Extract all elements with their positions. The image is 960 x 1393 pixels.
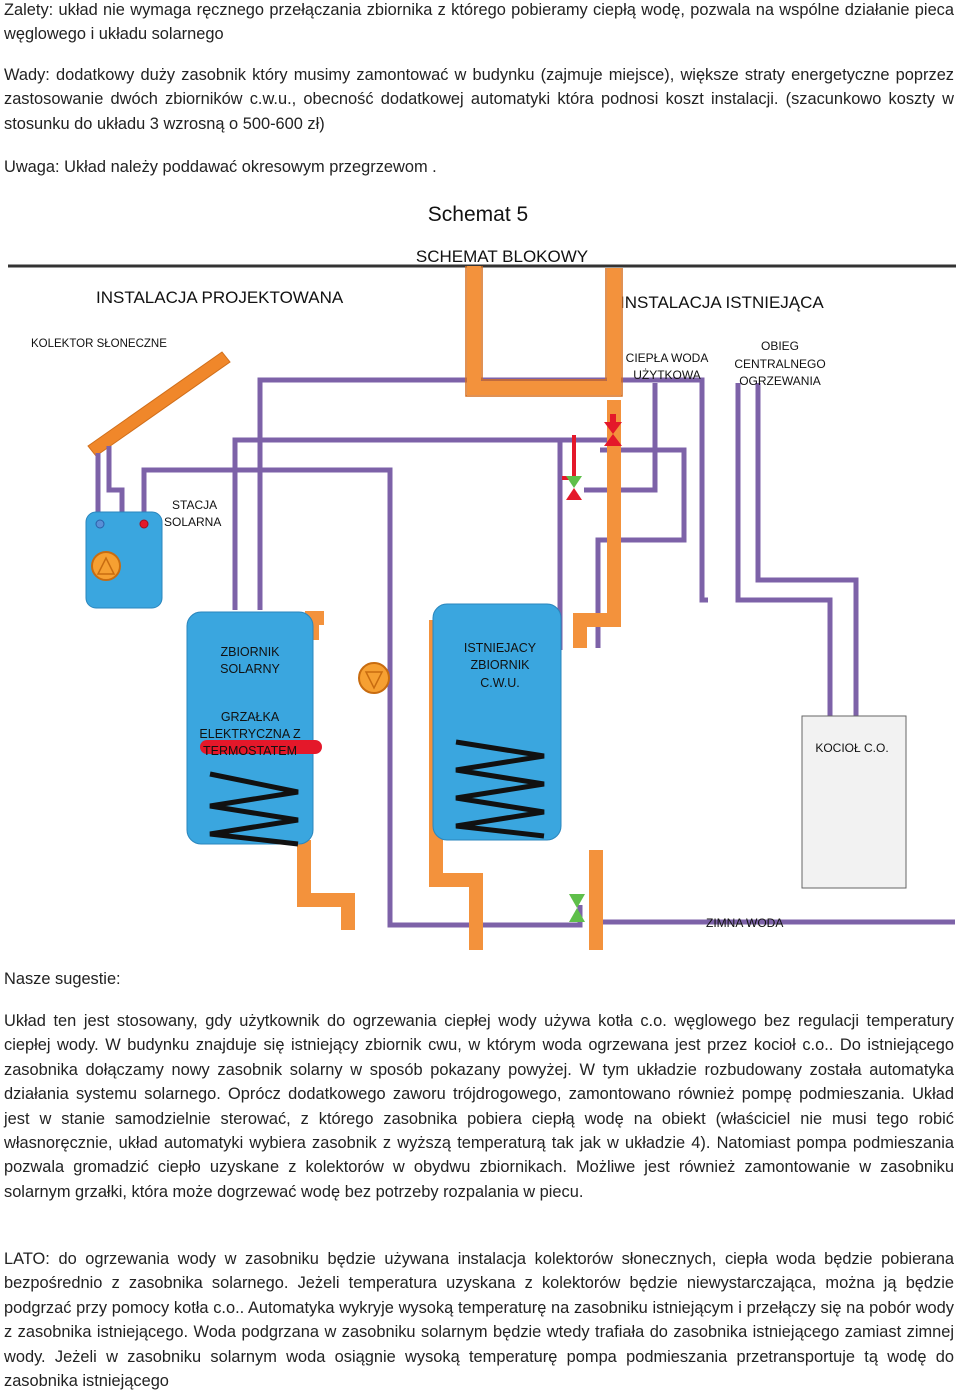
heater-label-line2: ELEKTRYCZNA Z — [199, 727, 301, 741]
existing-tank-label-line3: C.W.U. — [480, 676, 520, 690]
mixing-pump-triangle-icon — [364, 671, 384, 690]
solar-tank-label-line2: SOLARNY — [220, 662, 280, 676]
station-label-line1: STACJA — [172, 498, 217, 512]
cold-water-valve-icon — [569, 894, 585, 922]
hot-water-label-line1: CIEPŁA WODA — [626, 351, 709, 365]
solar-installation-diagram: Schemat 5 SCHEMAT BLOKOWY INSTALACJA PRO… — [8, 203, 956, 950]
purple-pipes — [95, 377, 955, 928]
three-way-valve-icon — [604, 414, 622, 446]
cold-water-label: ZIMNA WODA — [706, 916, 783, 930]
check-valve-icon — [566, 476, 582, 500]
boiler — [801, 715, 907, 889]
heater-label-line3: TERMOSTATEM — [203, 744, 297, 758]
electric-heater — [200, 740, 322, 754]
central-heating-label-line3: OGRZEWANIA — [739, 374, 821, 388]
existing-tank-label-line2: ZBIORNIK — [470, 658, 530, 672]
pump-triangle-icon — [96, 556, 116, 575]
summer-paragraph: LATO: do ogrzewania wody w zasobniku będ… — [4, 1250, 954, 1391]
station-label-line2: SOLARNA — [164, 515, 221, 529]
boiler-label: KOCIOŁ C.O. — [815, 741, 888, 755]
central-heating-label-line1: OBIEG — [761, 339, 799, 353]
solar-collector — [87, 351, 231, 457]
right-section-label: INSTALACJA ISTNIEJĄCA — [620, 293, 824, 312]
solar-tank-label-line1: ZBIORNIK — [220, 645, 280, 659]
orange-pipe-outline — [465, 266, 623, 397]
station-port-blue — [95, 519, 105, 529]
station-port-red — [139, 519, 149, 529]
central-heating-label-line2: CENTRALNEGO — [734, 357, 825, 371]
existing-tank-label-line1: ISTNIEJACY — [464, 641, 537, 655]
warning-paragraph: Uwaga: Układ należy poddawać okresowym p… — [4, 158, 437, 176]
description-paragraph: Układ ten jest stosowany, gdy użytkownik… — [4, 1012, 954, 1201]
diagram-title: Schemat 5 — [428, 203, 528, 226]
heater-label-line1: GRZAŁKA — [221, 710, 280, 724]
solar-tank — [186, 611, 314, 845]
disadvantages-paragraph: Wady: dodatkowy duży zasobnik który musi… — [4, 66, 954, 133]
collector-label: KOLEKTOR SŁONECZNE — [31, 338, 167, 350]
advantages-paragraph: Zalety: układ nie wymaga ręcznego przełą… — [4, 1, 954, 44]
suggestions-heading: Nasze sugestie: — [4, 970, 121, 988]
solar-station — [85, 511, 163, 609]
diagram-subtitle: SCHEMAT BLOKOWY — [416, 247, 588, 266]
solar-tank-coil — [209, 771, 299, 847]
left-section-label: INSTALACJA PROJEKTOWANA — [96, 288, 344, 307]
hot-water-label-line2: UŻYTKOWA — [633, 368, 701, 382]
existing-tank-coil — [455, 739, 545, 839]
